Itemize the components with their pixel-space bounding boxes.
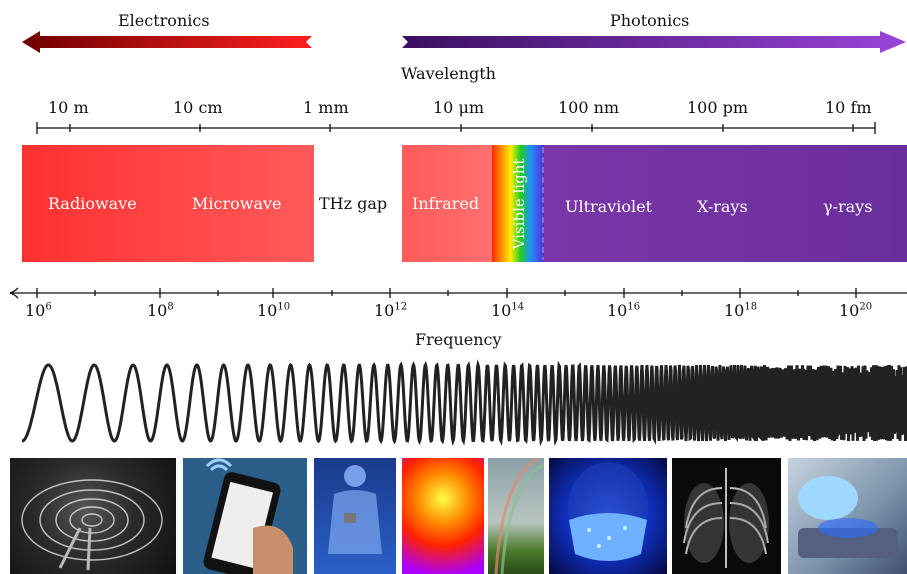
wavelength-label: Wavelength [401,64,496,83]
wavelength-tick: 100 pm [687,98,749,117]
electronics-label: Electronics [118,11,210,30]
frequency-tick: 106 [25,301,52,320]
ultraviolet-label: Ultraviolet [565,197,653,216]
photonics-label: Photonics [610,11,690,30]
frequency-label: Frequency [415,330,502,349]
wavelength-tick: 1 mm [303,98,349,117]
visible-band [492,145,544,262]
gamma-rays-label: γ-rays [823,197,873,216]
wavelength-tick: 100 nm [558,98,620,117]
radio-telescope-image [10,458,176,574]
thermal-face-image [402,458,484,574]
photonics-arrow [402,31,906,53]
wavelength-tick: 10 μm [433,98,485,117]
frequency-tick: 1010 [257,301,291,320]
chirp-wave [21,359,907,447]
smartphone-image [183,458,307,574]
wavelength-tick: 10 fm [825,98,872,117]
frequency-tick: 108 [147,301,174,320]
frequency-tick: 1020 [839,301,873,320]
electronics-arrow [22,31,312,53]
radiotherapy-image [788,458,907,574]
radiowave-label: Radiowave [48,194,137,213]
wavelength-tick: 10 cm [173,98,223,117]
frequency-axis [9,287,907,299]
microwave-label: Microwave [192,194,282,213]
thz-gap-label: THz gap [319,194,388,213]
wavelength-tick: 10 m [48,98,89,117]
chest-xray-image [672,458,781,574]
radio-microwave-band [22,145,314,262]
frequency-tick: 1012 [374,301,408,320]
uv-mask-image [549,458,667,574]
frequency-tick: 1018 [724,301,758,320]
rainbow-image [488,458,544,574]
thermal-body-image [314,458,396,574]
xrays-label: X-rays [697,197,748,216]
infrared-label: Infrared [412,194,480,213]
infrared-band [402,145,494,262]
visible-light-label: Visible light [510,158,528,250]
frequency-tick: 1016 [607,301,641,320]
frequency-tick: 1014 [491,301,525,320]
uv-xray-gamma-band [544,145,907,262]
wavelength-axis [36,122,876,134]
